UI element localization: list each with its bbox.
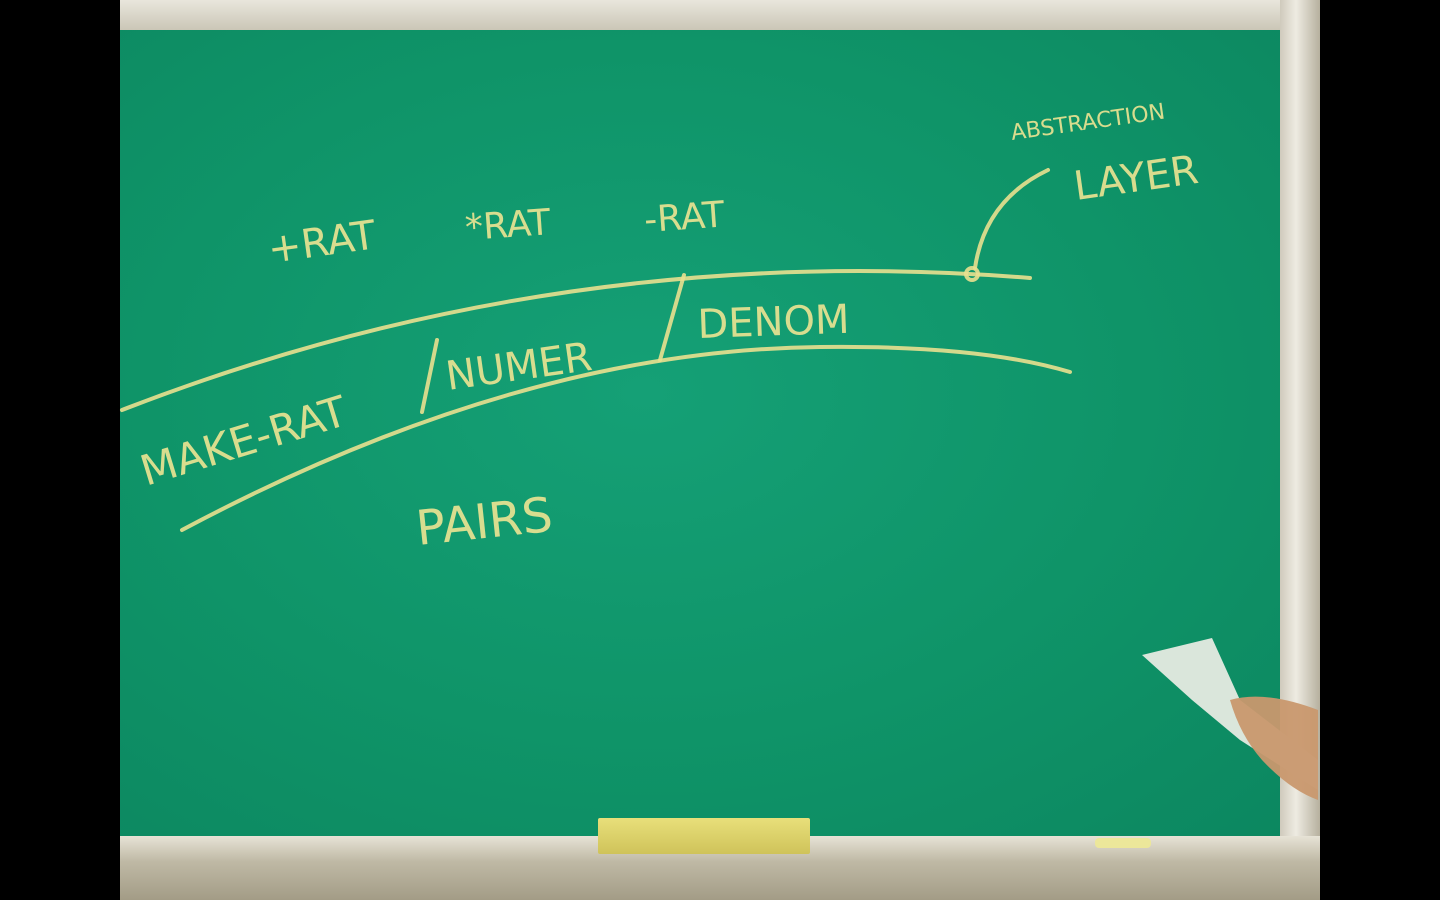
plus-rat-label: +RAT bbox=[265, 212, 379, 273]
pointer-dot bbox=[964, 266, 980, 282]
pointer-line bbox=[973, 168, 1050, 270]
times-rat-label: *RAT bbox=[464, 202, 553, 249]
chalkboard bbox=[120, 30, 1284, 836]
abstraction-label: ABSTRACTION bbox=[1009, 100, 1166, 146]
layer-label: LAYER bbox=[1071, 147, 1201, 210]
layer-band-top-line bbox=[120, 269, 1032, 412]
chalk-stick bbox=[1095, 838, 1151, 848]
numer-label: NUMER bbox=[443, 334, 595, 400]
chalkboard-frame bbox=[120, 0, 1320, 900]
layer-band-bottom-line bbox=[180, 344, 1072, 532]
top-frame-rail bbox=[120, 0, 1320, 32]
denom-label: DENOM bbox=[697, 297, 851, 348]
pairs-label: PAIRS bbox=[413, 487, 555, 557]
divider-line-1 bbox=[420, 338, 439, 414]
minus-rat-label: -RAT bbox=[643, 194, 727, 241]
hand-with-paper bbox=[1142, 638, 1318, 800]
divider-line-2 bbox=[658, 273, 686, 362]
chalkboard-eraser bbox=[598, 818, 810, 854]
make-rat-label: MAKE-RAT bbox=[135, 386, 353, 495]
